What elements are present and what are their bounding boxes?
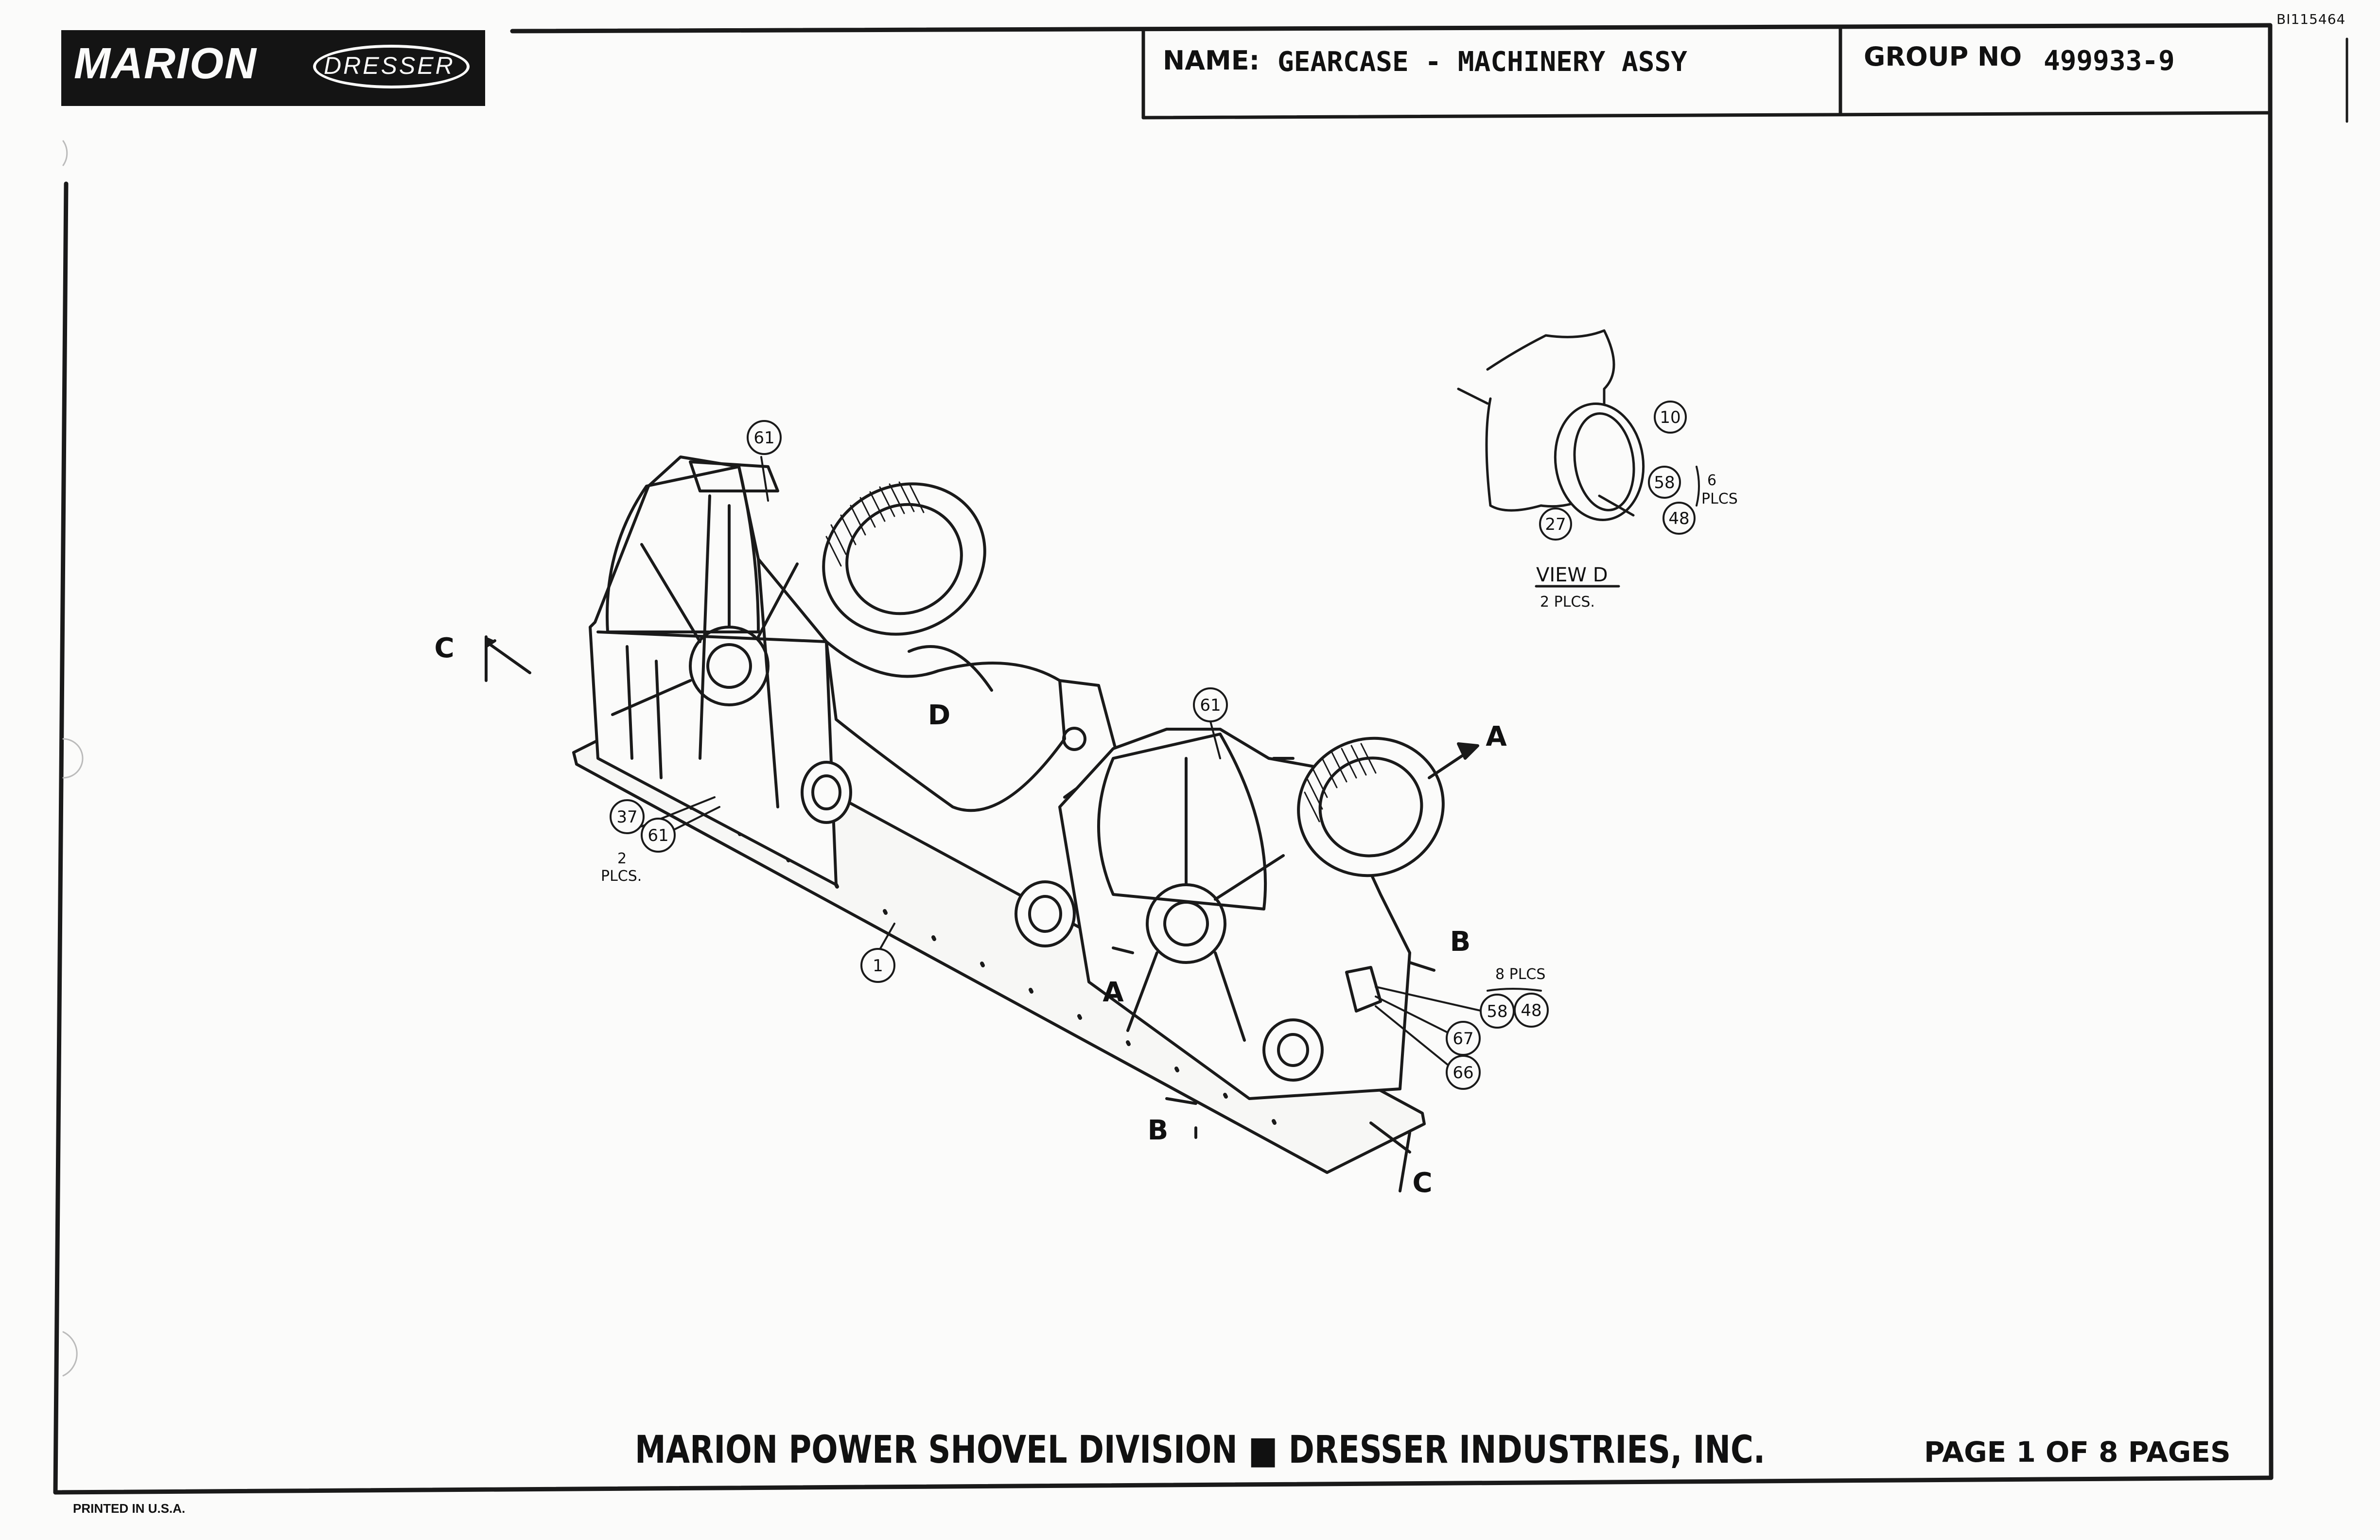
callout-1-circle [860,948,895,983]
right-note-plcs: 8 PLCS [1495,966,1545,983]
document-id: BI115464 [2276,11,2346,27]
callout-61-low: 61 [648,826,668,845]
view-d-callout-27: 27 [1545,515,1566,534]
page-indicator: PAGE 1 OF 8 PAGES [1924,1435,2231,1469]
section-marker-a-left: A [1102,977,1124,1008]
group-number: 499933-9 [2044,45,2175,77]
callout-61-top: 61 [753,428,774,448]
center-pinion-1 [801,761,852,824]
callout-48-circle [1514,993,1549,1028]
leader-lines [641,456,1542,1070]
printed-in-usa: PRINTED IN U.S.A. [73,1501,186,1516]
callout-37-circle [610,799,645,834]
callout-58-circle [1480,994,1515,1029]
section-marker-a-right: A [1486,721,1507,752]
group-label: GROUP NO [1864,41,2022,72]
left-note-qty: 2 [617,850,627,867]
callout-48: 48 [1521,1001,1541,1020]
section-marker-c-left: C [434,632,454,664]
view-d-title: VIEW D [1536,564,1608,586]
title-block [1141,25,2271,120]
left-ring-gear [822,482,986,636]
view-d-note-qty: 6 [1707,472,1716,489]
view-d-callout-48: 48 [1668,509,1689,528]
callout-1: 1 [873,956,883,976]
view-d-detail [1457,329,1645,525]
view-d-callout-58-circle [1648,466,1681,499]
view-d-callout-10: 10 [1660,408,1680,427]
page-frame [53,23,2274,1495]
left-gear-cover [606,465,760,633]
callout-61-mid-circle [1193,687,1228,722]
view-d-callout-27-circle [1539,508,1572,541]
footer-division: MARION POWER SHOVEL DIVISION ■ DRESSER I… [635,1428,1766,1472]
view-d-note-plcs: PLCS [1701,490,1738,508]
view-d-bracket [1696,466,1700,507]
view-d-callout-58: 58 [1654,473,1675,492]
view-d-callout-48-circle [1662,502,1696,535]
section-arrows [485,635,1479,1192]
gearcase-illustration [485,329,1700,1192]
right-pinion [1262,1018,1324,1082]
callout-37: 37 [616,807,637,827]
logo-oval [313,45,470,88]
view-d-callout-10-circle [1654,401,1687,434]
logo-brand: MARION [74,39,257,88]
punch-holes [62,140,84,1377]
right-gear-cover [1097,733,1267,910]
section-marker-d: D [928,700,950,731]
name-label: NAME: [1163,45,1260,76]
callout-58: 58 [1487,1002,1507,1021]
view-d-qty: 2 PLCS. [1540,594,1595,611]
drawing-name: GEARCASE - MACHINERY ASSY [1278,46,1687,78]
inspection-cover [1345,966,1382,1013]
center-pinion-2 [1015,880,1076,947]
callout-61-low-circle [641,818,676,853]
left-note-plcs: PLCS. [601,868,642,885]
callout-61-top-circle [747,420,782,455]
section-marker-b-bottom: B [1148,1115,1169,1146]
section-marker-b-right: B [1450,926,1471,958]
callout-66: 66 [1452,1063,1473,1083]
logo-partner: DRESSER [324,52,455,79]
callout-61-mid: 61 [1200,696,1221,715]
section-marker-c-right: C [1412,1167,1432,1199]
callout-67: 67 [1452,1029,1473,1049]
callout-66-circle [1446,1055,1481,1090]
